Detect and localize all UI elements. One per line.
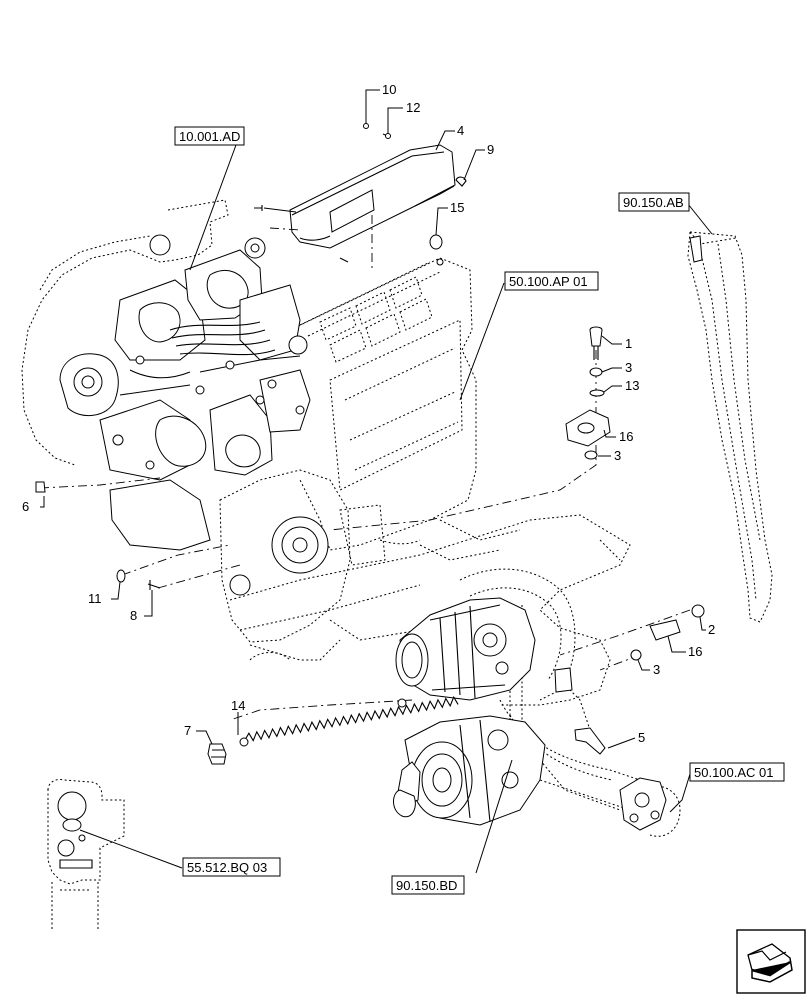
ref-label-50-100-ap-01: 50.100.AP 01	[509, 274, 588, 289]
callout-13: 13	[625, 378, 639, 393]
callout-9: 9	[487, 142, 494, 157]
chassis-frame-outline	[229, 514, 681, 837]
callout-numbers: 10 12 4 9 15 1 3 13 16 3 6 11 8 2 16 3 1…	[22, 82, 715, 745]
bracket-part-5	[574, 727, 606, 755]
callout-11: 11	[88, 591, 102, 606]
leader-lines	[40, 89, 713, 874]
side-duct-assembly	[687, 231, 773, 623]
ref-label-90-150-bd: 90.150.BD	[396, 878, 457, 893]
callout-12: 12	[406, 100, 420, 115]
drive-motor	[393, 715, 546, 826]
valve-block	[619, 777, 667, 831]
ref-label-50-100-ac-01: 50.100.AC 01	[694, 765, 774, 780]
plug-part-7	[207, 743, 227, 765]
reference-boxes: 10.001.AD 90.150.AB 50.100.AP 01 50.100.…	[174, 126, 785, 895]
ref-box-90-150-bd[interactable]: 90.150.BD	[391, 875, 465, 895]
callout-8: 8	[130, 608, 137, 623]
duct-fasteners	[254, 123, 467, 263]
left-hardware	[35, 481, 161, 590]
callout-10: 10	[382, 82, 396, 97]
clamp-hardware-right	[630, 604, 705, 661]
callout-1: 1	[625, 336, 632, 351]
callout-14: 14	[231, 698, 245, 713]
detail-inset	[47, 779, 125, 930]
callout-4: 4	[457, 123, 464, 138]
callout-3-top: 3	[625, 360, 632, 375]
callout-15: 15	[450, 200, 464, 215]
ref-label-10-001-ad: 10.001.AD	[179, 129, 240, 144]
ref-box-90-150-ab[interactable]: 90.150.AB	[618, 192, 690, 212]
bracket-hardware-stack	[565, 326, 611, 460]
ref-label-90-150-ab: 90.150.AB	[623, 195, 684, 210]
ref-box-55-512-bq-03[interactable]: 55.512.BQ 03	[182, 857, 281, 877]
spring-part-14	[239, 695, 459, 747]
ref-box-50-100-ac-01[interactable]: 50.100.AC 01	[689, 762, 785, 782]
callout-2: 2	[708, 622, 715, 637]
ref-box-50-100-ap-01[interactable]: 50.100.AP 01	[504, 271, 599, 291]
engine-flywheel-housing-outline	[21, 199, 229, 466]
engine-assembly	[59, 234, 477, 643]
callout-3-mid: 3	[614, 448, 621, 463]
tag-part-15	[429, 234, 444, 266]
callout-5: 5	[638, 730, 645, 745]
callout-16-right: 16	[688, 644, 702, 659]
callout-16-top: 16	[619, 429, 633, 444]
next-page-arrow-icon[interactable]	[736, 929, 806, 994]
ref-label-55-512-bq-03: 55.512.BQ 03	[187, 860, 267, 875]
callout-6: 6	[22, 499, 29, 514]
callout-7: 7	[184, 723, 191, 738]
callout-3-right: 3	[653, 662, 660, 677]
air-duct-cover-part	[289, 144, 456, 249]
ref-box-10-001-ad[interactable]: 10.001.AD	[174, 126, 245, 146]
hydraulic-pump	[395, 597, 573, 701]
